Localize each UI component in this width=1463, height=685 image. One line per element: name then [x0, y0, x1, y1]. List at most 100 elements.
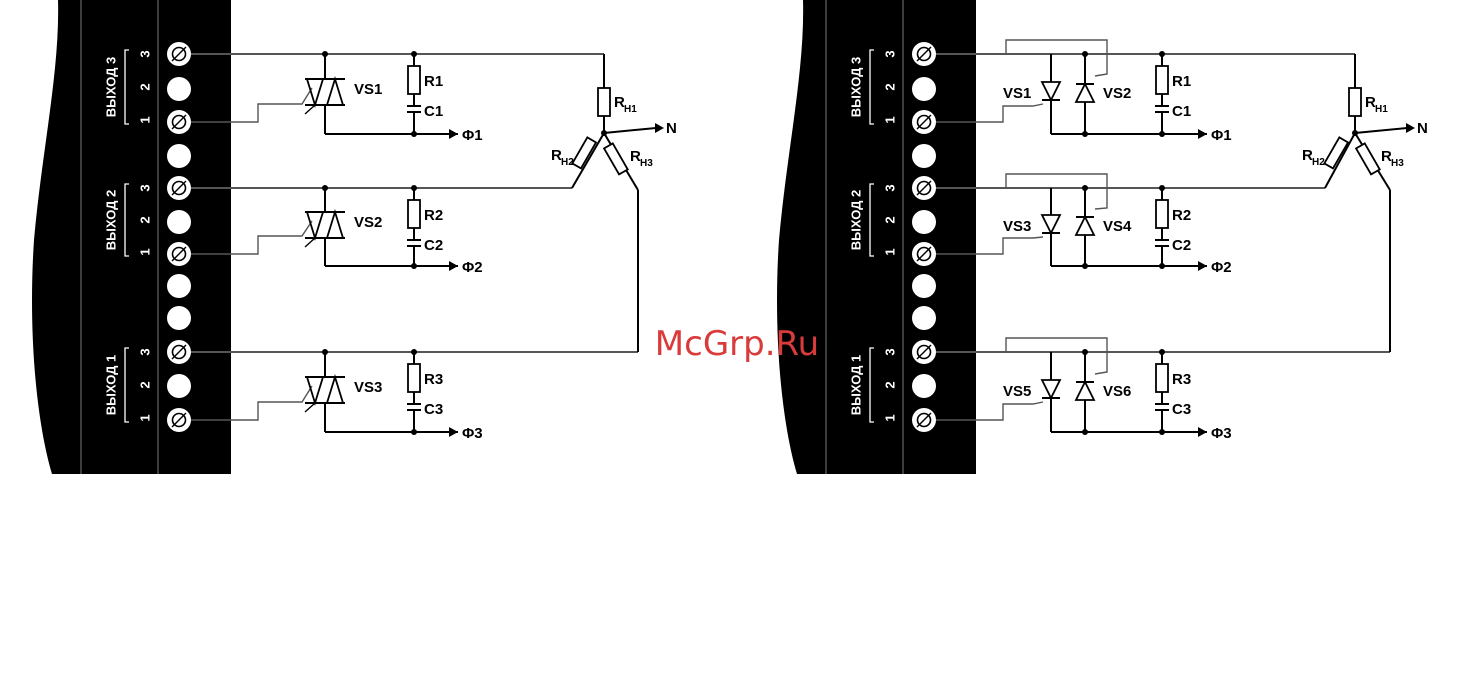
- resistor-label: R2: [1172, 207, 1191, 224]
- terminal: [167, 274, 191, 298]
- watermark-text: McGrp.Ru: [655, 324, 819, 364]
- resistor: [1156, 66, 1168, 94]
- triac-icon: [327, 79, 343, 105]
- pin-number: 3: [882, 348, 897, 355]
- load-resistor: [1356, 143, 1380, 174]
- junction-dot: [1082, 349, 1088, 355]
- resistor: [1156, 200, 1168, 228]
- capacitor-label: C1: [424, 103, 443, 120]
- thyristor-icon: [1042, 82, 1060, 100]
- junction-dot: [322, 349, 328, 355]
- resistor-label: R1: [1172, 73, 1191, 90]
- junction-dot: [1082, 131, 1088, 137]
- terminal: [912, 210, 936, 234]
- terminal: [912, 77, 936, 101]
- arrow-icon: [655, 123, 664, 133]
- output-label: ВЫХОД 2: [103, 190, 118, 251]
- output-label: ВЫХОД 3: [103, 57, 118, 118]
- load-subscript: Н3: [640, 158, 653, 169]
- capacitor-label: C3: [424, 401, 443, 418]
- junction-dot: [322, 185, 328, 191]
- resistor: [408, 66, 420, 94]
- terminal: [912, 306, 936, 330]
- thyristor-label: VS6: [1103, 383, 1131, 400]
- output-label: ВЫХОД 1: [848, 355, 863, 416]
- load-subscript: Н1: [1375, 104, 1388, 115]
- phase-label: Φ2: [1211, 259, 1232, 276]
- terminal: [912, 374, 936, 398]
- triac-channel: VS3R3C3Φ3: [191, 349, 638, 442]
- pin-number: 2: [882, 381, 897, 388]
- capacitor-label: C3: [1172, 401, 1191, 418]
- triac-label: VS2: [354, 214, 382, 231]
- resistor-label: R3: [424, 371, 443, 388]
- pin-number: 3: [882, 184, 897, 191]
- resistor: [408, 364, 420, 392]
- thyristor-icon: [1076, 382, 1094, 400]
- triac-gate: [305, 105, 315, 114]
- load-resistor: [604, 143, 628, 174]
- phase-label: Φ1: [462, 127, 483, 144]
- capacitor-label: C2: [1172, 237, 1191, 254]
- thyristor-label: VS3: [1003, 218, 1031, 235]
- capacitor-label: C2: [424, 237, 443, 254]
- triac-label: VS1: [354, 81, 382, 98]
- load-subscript: Н3: [1391, 158, 1404, 169]
- terminal: [167, 210, 191, 234]
- phase-label: Φ3: [1211, 425, 1232, 442]
- terminal-panel: [777, 0, 976, 474]
- pin-number: 3: [882, 50, 897, 57]
- junction-dot: [1082, 51, 1088, 57]
- thyristor-icon: [1042, 380, 1060, 398]
- pin-number: 2: [137, 381, 152, 388]
- pin-number: 1: [137, 116, 152, 123]
- arrow-icon: [1198, 129, 1207, 139]
- terminal: [167, 77, 191, 101]
- arrow-icon: [449, 261, 458, 271]
- load-resistor: [1349, 88, 1361, 116]
- terminal: [167, 144, 191, 168]
- resistor: [1156, 364, 1168, 392]
- output-label: ВЫХОД 2: [848, 190, 863, 251]
- thyristor-channel: VS1VS2R1C1Φ1: [936, 40, 1355, 144]
- neutral-label: N: [666, 120, 677, 137]
- phase-label: Φ2: [462, 259, 483, 276]
- resistor-label: R1: [424, 73, 443, 90]
- thyristor-label: VS5: [1003, 383, 1031, 400]
- pin-number: 1: [882, 414, 897, 421]
- junction-dot: [1082, 263, 1088, 269]
- wire: [1355, 128, 1407, 133]
- pin-number: 1: [882, 248, 897, 255]
- output-label: ВЫХОД 1: [103, 355, 118, 416]
- thyristor-icon: [1042, 215, 1060, 233]
- terminal: [912, 274, 936, 298]
- phase-label: Φ1: [1211, 127, 1232, 144]
- pin-number: 3: [137, 50, 152, 57]
- junction-dot: [1082, 185, 1088, 191]
- terminal-panel: [32, 0, 231, 474]
- pin-number: 1: [137, 414, 152, 421]
- pin-number: 2: [137, 216, 152, 223]
- load-subscript: Н1: [624, 104, 637, 115]
- resistor: [408, 200, 420, 228]
- pin-number: 2: [137, 83, 152, 90]
- pin-number: 1: [882, 116, 897, 123]
- arrow-icon: [1406, 123, 1415, 133]
- resistor-label: R3: [1172, 371, 1191, 388]
- thyristor-label: VS2: [1103, 85, 1131, 102]
- terminal: [912, 144, 936, 168]
- thyristor-icon: [1076, 217, 1094, 235]
- terminal: [167, 374, 191, 398]
- pin-number: 1: [137, 248, 152, 255]
- triac-icon: [327, 377, 343, 403]
- neutral-label: N: [1417, 120, 1428, 137]
